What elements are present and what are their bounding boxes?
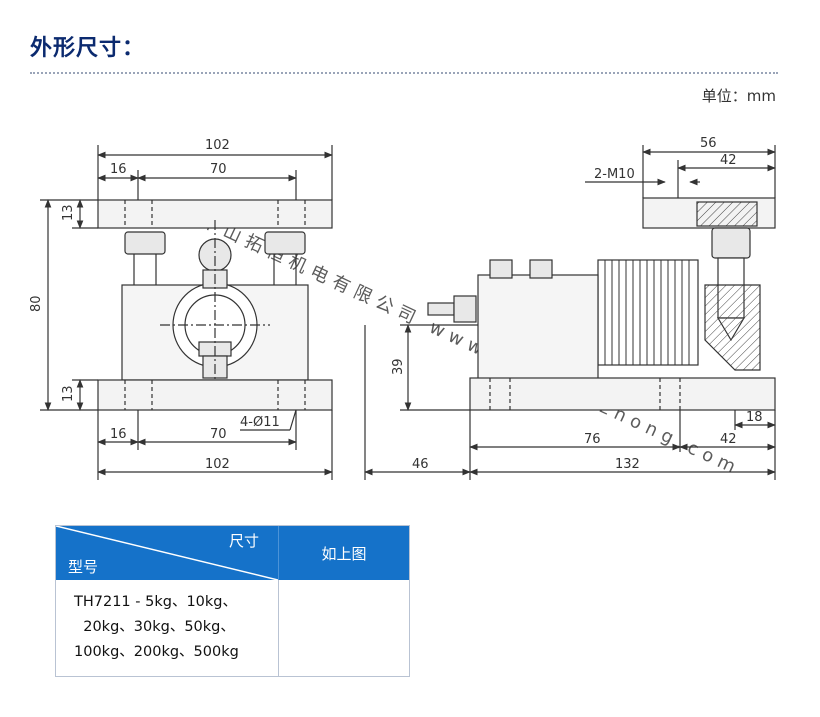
- dotted-divider: [30, 72, 778, 74]
- model-list-cell: TH7211 - 5kg、10kg、 20kg、30kg、50kg、 100kg…: [74, 594, 239, 660]
- front-hole-spec-label: 4-Ø11: [240, 415, 280, 430]
- section-title: 外形尺寸：: [30, 36, 146, 61]
- side-height-39-label: 39: [391, 358, 406, 375]
- front-top-width-label: 102: [205, 138, 230, 153]
- front-height-label: 80: [29, 295, 44, 312]
- side-dim-46-label: 46: [412, 457, 429, 472]
- side-view: [364, 145, 776, 480]
- header-model-label: 型号: [68, 558, 99, 576]
- side-top-inner-span-label: 42: [720, 153, 737, 168]
- front-top-plate-thickness-label: 13: [61, 204, 76, 221]
- side-dim-42-label: 42: [720, 432, 737, 447]
- side-thread-spec-label: 2-M10: [594, 167, 635, 182]
- header-diagonal-line: [56, 526, 278, 580]
- spec-table: 尺寸 型号 如上图 TH7211 - 5kg、10kg、 20kg、30kg、5…: [55, 525, 410, 677]
- side-dim-132-label: 132: [615, 457, 640, 472]
- side-top-width-label: 56: [700, 136, 717, 151]
- front-bottom-center-span-label: 70: [210, 427, 227, 442]
- header-value-label: 如上图: [278, 526, 409, 580]
- unit-label: 单位：mm: [701, 87, 776, 105]
- dimension-drawing: 中山拓恒机电有限公司 www.zschengzhong.com: [29, 136, 776, 480]
- front-top-center-span-label: 70: [210, 162, 227, 177]
- front-bottom-width-label: 102: [205, 457, 230, 472]
- front-bottom-left-offset-label: 16: [110, 427, 127, 442]
- spec-table-header: 尺寸 型号 如上图: [56, 526, 409, 580]
- front-view: [40, 145, 333, 480]
- side-dim-18-label: 18: [746, 410, 763, 425]
- front-top-left-offset-label: 16: [110, 162, 127, 177]
- front-bottom-plate-thickness-label: 13: [61, 385, 76, 402]
- side-dim-76-label: 76: [584, 432, 601, 447]
- header-size-label: 尺寸: [229, 532, 260, 550]
- size-value-cell: [278, 580, 409, 676]
